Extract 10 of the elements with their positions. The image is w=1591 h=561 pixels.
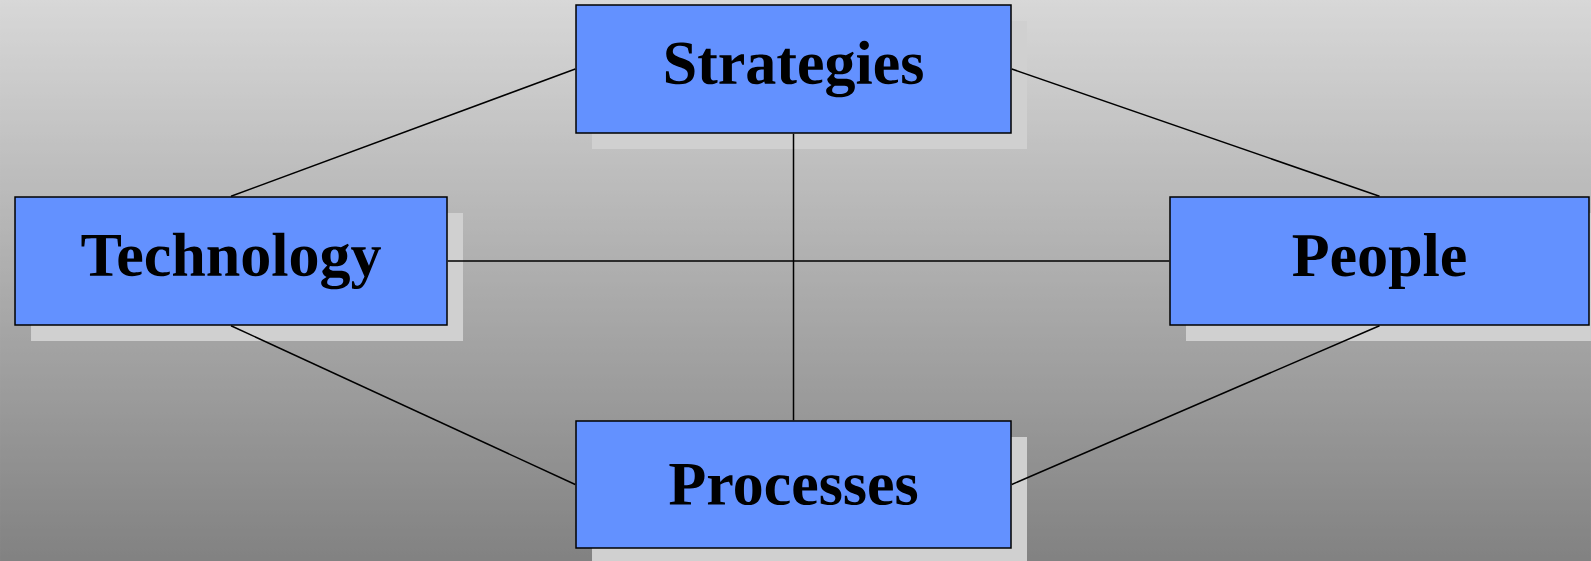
connector-line (230, 325, 576, 486)
box: People (1169, 196, 1591, 341)
box: Strategies (575, 4, 1027, 149)
connector-line (1011, 68, 1381, 197)
box: Processes (575, 420, 1027, 561)
connector-line (1011, 325, 1381, 486)
connector-line (447, 260, 1170, 262)
connector-line (230, 68, 576, 197)
box: Technology (14, 196, 463, 341)
connector-line (792, 133, 795, 421)
